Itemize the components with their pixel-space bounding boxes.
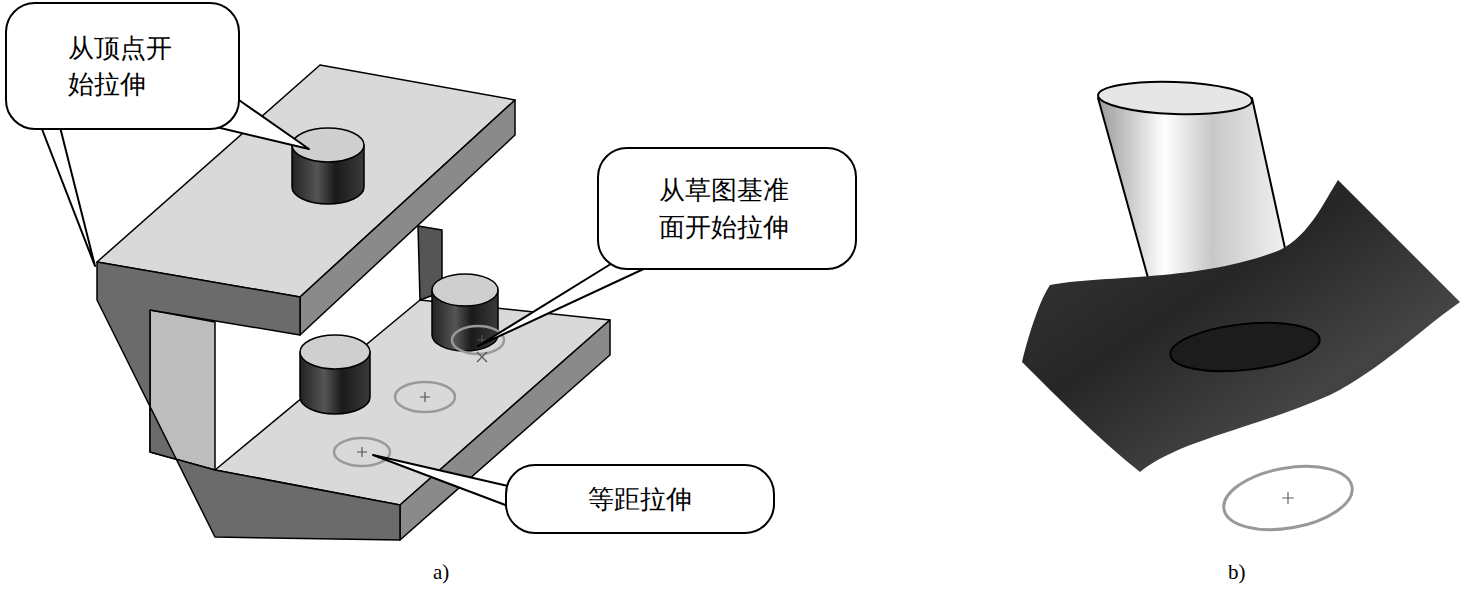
figure-label: b): [1228, 560, 1246, 585]
callout-bubble: 从顶点开 始拉伸: [5, 2, 240, 130]
sketch-circles: [334, 326, 504, 466]
swept-extrusion: [1022, 79, 1460, 539]
callout-text: 从草图基准 面开始拉伸: [659, 172, 794, 245]
callout-tail: [478, 262, 650, 346]
callout-tail: [373, 455, 508, 506]
figure-label: a): [433, 560, 449, 585]
callout-bubble: 等距拉伸: [505, 464, 775, 534]
callout-text: 从顶点开 始拉伸: [68, 30, 177, 103]
center-marks: [357, 335, 487, 457]
callout-text: 等距拉伸: [588, 481, 692, 517]
callout-tail: [40, 124, 95, 266]
callout-bubble: 从草图基准 面开始拉伸: [597, 147, 857, 270]
